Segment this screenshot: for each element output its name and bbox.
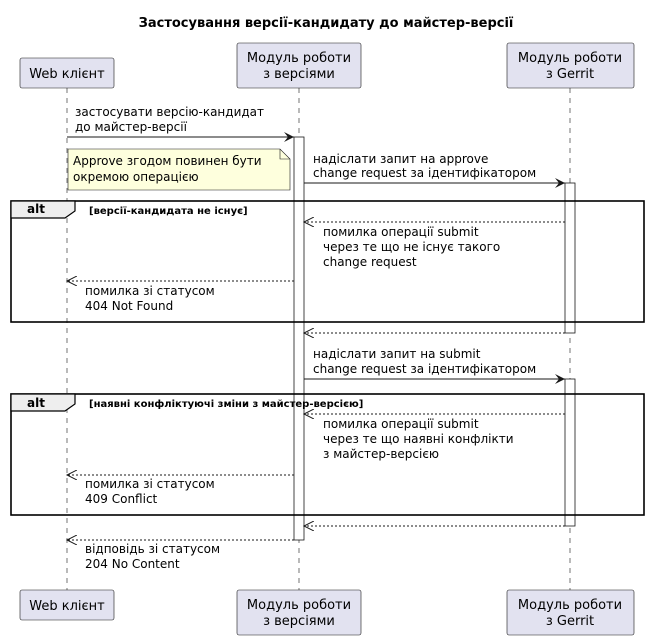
svg-text:помилка зі статусом: помилка зі статусом <box>85 284 215 298</box>
svg-text:через те що наявні конфлікти: через те що наявні конфлікти <box>323 432 514 446</box>
message-not-found: помилка зі статусом 404 Not Found <box>67 281 294 313</box>
participant-web-top: Web клієнт <box>19 57 115 89</box>
svg-text:Модуль роботи: Модуль роботи <box>518 598 622 613</box>
svg-text:204 No Content: 204 No Content <box>85 557 180 571</box>
participant-versions-top: Модуль роботи з версіями <box>236 42 362 89</box>
svg-text:помилка операції submit: помилка операції submit <box>323 417 479 431</box>
message-submit-error-conflict: помилка операції submit через те що наяв… <box>304 414 565 461</box>
svg-text:з майстер-версією: з майстер-версією <box>323 447 439 461</box>
svg-text:помилка операції submit: помилка операції submit <box>323 225 479 239</box>
activation-gerrit-submit <box>564 378 576 527</box>
svg-text:Модуль роботи: Модуль роботи <box>518 51 622 66</box>
svg-text:Web клієнт: Web клієнт <box>29 599 105 614</box>
participant-gerrit-bottom: Модуль роботи з Gerrit <box>506 589 635 636</box>
participant-web-bottom: Web клієнт <box>19 589 115 621</box>
participant-versions-bottom: Модуль роботи з версіями <box>236 589 362 636</box>
svg-text:надіслати запит на approve: надіслати запит на approve <box>313 152 488 166</box>
svg-text:помилка зі статусом: помилка зі статусом <box>85 477 215 491</box>
message-conflict: помилка зі статусом 409 Conflict <box>67 475 294 506</box>
svg-text:через те що не існує такого: через те що не існує такого <box>323 240 500 254</box>
svg-text:окремою операцією: окремою операцією <box>73 170 199 184</box>
message-apply: застосувати версію-кандидат до майстер-в… <box>67 105 294 142</box>
activation-gerrit-approve <box>564 182 576 334</box>
activation-versions <box>293 136 305 541</box>
svg-text:Модуль роботи: Модуль роботи <box>247 598 351 613</box>
message-approve: надіслати запит на approve change reques… <box>304 152 565 188</box>
svg-text:надіслати запит на submit: надіслати запит на submit <box>313 347 481 361</box>
svg-text:з Gerrit: з Gerrit <box>546 67 594 82</box>
svg-text:alt: alt <box>27 202 45 216</box>
alt-frame-missing: alt [версії-кандидата не існує] <box>10 200 645 323</box>
svg-text:з версіями: з версіями <box>263 67 335 82</box>
svg-text:Модуль роботи: Модуль роботи <box>247 51 351 66</box>
svg-text:change request за ідентифікато: change request за ідентифікатором <box>313 362 536 376</box>
participant-gerrit-top: Модуль роботи з Gerrit <box>506 42 635 89</box>
svg-text:change request: change request <box>323 255 417 269</box>
svg-text:change request за ідентифікато: change request за ідентифікатором <box>313 166 536 180</box>
svg-text:до майстер-версії: до майстер-версії <box>75 120 188 134</box>
message-no-content: відповідь зі статусом 204 No Content <box>67 540 294 571</box>
svg-text:Web клієнт: Web клієнт <box>29 67 105 82</box>
alt-frame-conflict: alt [наявні конфліктуючі зміни з майстер… <box>10 393 645 516</box>
svg-text:з версіями: з версіями <box>263 614 335 629</box>
diagram-title: Застосування версії-кандидату до майстер… <box>139 16 514 31</box>
svg-text:[наявні конфліктуючі зміни з м: [наявні конфліктуючі зміни з майстер-вер… <box>89 398 363 410</box>
svg-text:[версії-кандидата не існує]: [версії-кандидата не існує] <box>89 205 248 217</box>
svg-text:застосувати версію-кандидат: застосувати версію-кандидат <box>75 105 264 119</box>
svg-text:409 Conflict: 409 Conflict <box>85 492 158 506</box>
svg-text:alt: alt <box>27 396 45 410</box>
message-submit-error-missing: помилка операції submit через те що не і… <box>304 222 565 269</box>
svg-text:404 Not Found: 404 Not Found <box>85 299 173 313</box>
note-approve: Approve згодом повинен бути окремою опер… <box>67 148 291 191</box>
svg-text:відповідь зі статусом: відповідь зі статусом <box>85 542 220 556</box>
message-submit: надіслати запит на submit change request… <box>304 347 565 384</box>
svg-text:з Gerrit: з Gerrit <box>546 614 594 629</box>
svg-text:Approve згодом повинен бути: Approve згодом повинен бути <box>73 154 262 168</box>
